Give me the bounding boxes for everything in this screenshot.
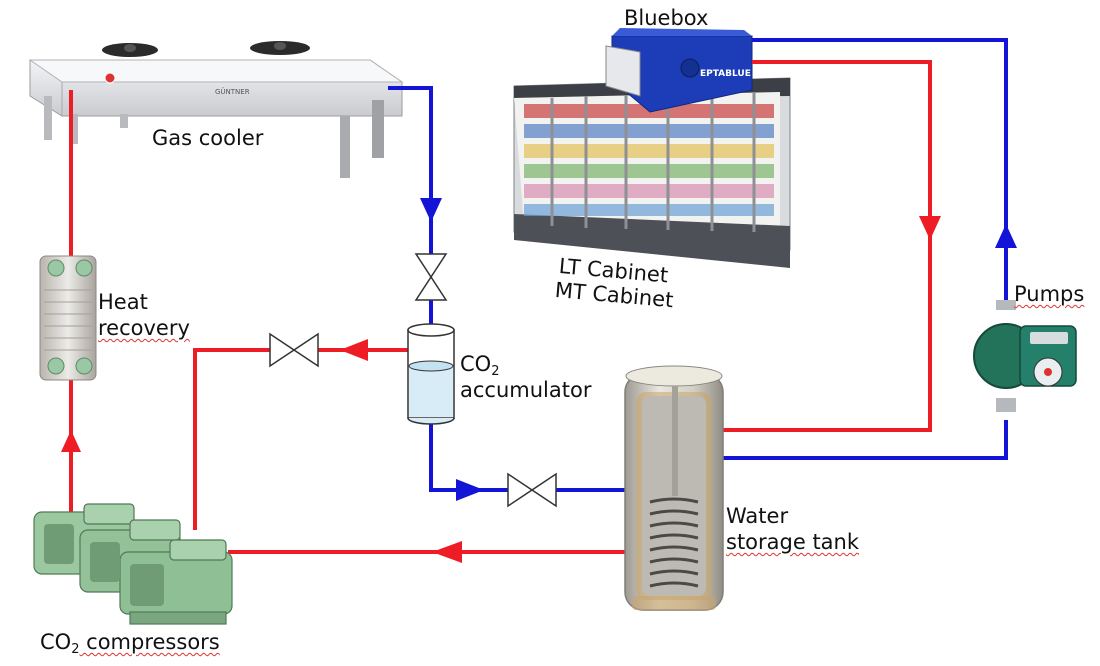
co2-accumulator [407, 323, 455, 425]
co2-subscript: 2 [491, 364, 500, 379]
arrow-up-pump-line [995, 224, 1017, 248]
co2-compressors-text: CO [40, 630, 72, 654]
arrow-down-bluebox-return [919, 216, 941, 240]
arrow-left-accumulator-line [340, 339, 368, 361]
circulation-pump [973, 300, 1077, 412]
water-storage-label-line2: storage tank [726, 530, 860, 554]
gas-cooler-brand-text: GÜNTNER [215, 87, 250, 96]
pipe-compressor-to-valve [193, 348, 270, 530]
arrow-down-gascooler-line [420, 198, 442, 222]
compressors-word: compressors [79, 630, 220, 654]
pipe-accumulator-to-valve [429, 422, 508, 492]
heat-recovery-label-line1: Heat [98, 290, 148, 314]
co2-compressors-subscript: 2 [71, 642, 80, 657]
heat-recovery-exchanger [39, 255, 97, 381]
water-storage-label-line1: Water [726, 504, 789, 528]
water-storage-tank [624, 365, 724, 611]
co2-accumulator-label-line1: CO2 [460, 352, 499, 384]
co2-compressors [33, 503, 233, 625]
gas-cooler-label: Gas cooler [152, 126, 264, 150]
pipe-bluebox-to-tank [692, 60, 932, 432]
bluebox-label: Bluebox [624, 6, 709, 30]
valves [269, 253, 557, 508]
pumps-label: Pumps [1014, 282, 1085, 306]
pipe-pump-to-bluebox [752, 38, 1008, 305]
bluebox-brand-text: EPTABLUE [700, 69, 751, 79]
arrow-up-compressor-line [61, 430, 81, 452]
co2-accumulator-label-line2: accumulator [460, 378, 592, 402]
arrow-left-tank-line [432, 541, 462, 563]
bluebox-unit: EPTABLUE [605, 28, 753, 113]
arrow-right-tank-supply [456, 479, 484, 501]
flow-arrows [61, 198, 1017, 563]
valve-horizontal-top [269, 332, 319, 368]
heat-recovery-label-line2: recovery [98, 316, 190, 340]
co2-text: CO [460, 352, 492, 376]
pipe-tank-to-pump [692, 420, 1008, 460]
co2-compressors-label: CO2 compressors [40, 630, 220, 662]
gas-cooler: GÜNTNER [28, 41, 404, 178]
expansion-valve-vertical [414, 253, 448, 301]
valve-horizontal-bottom [507, 472, 557, 508]
display-cabinet [513, 77, 791, 268]
